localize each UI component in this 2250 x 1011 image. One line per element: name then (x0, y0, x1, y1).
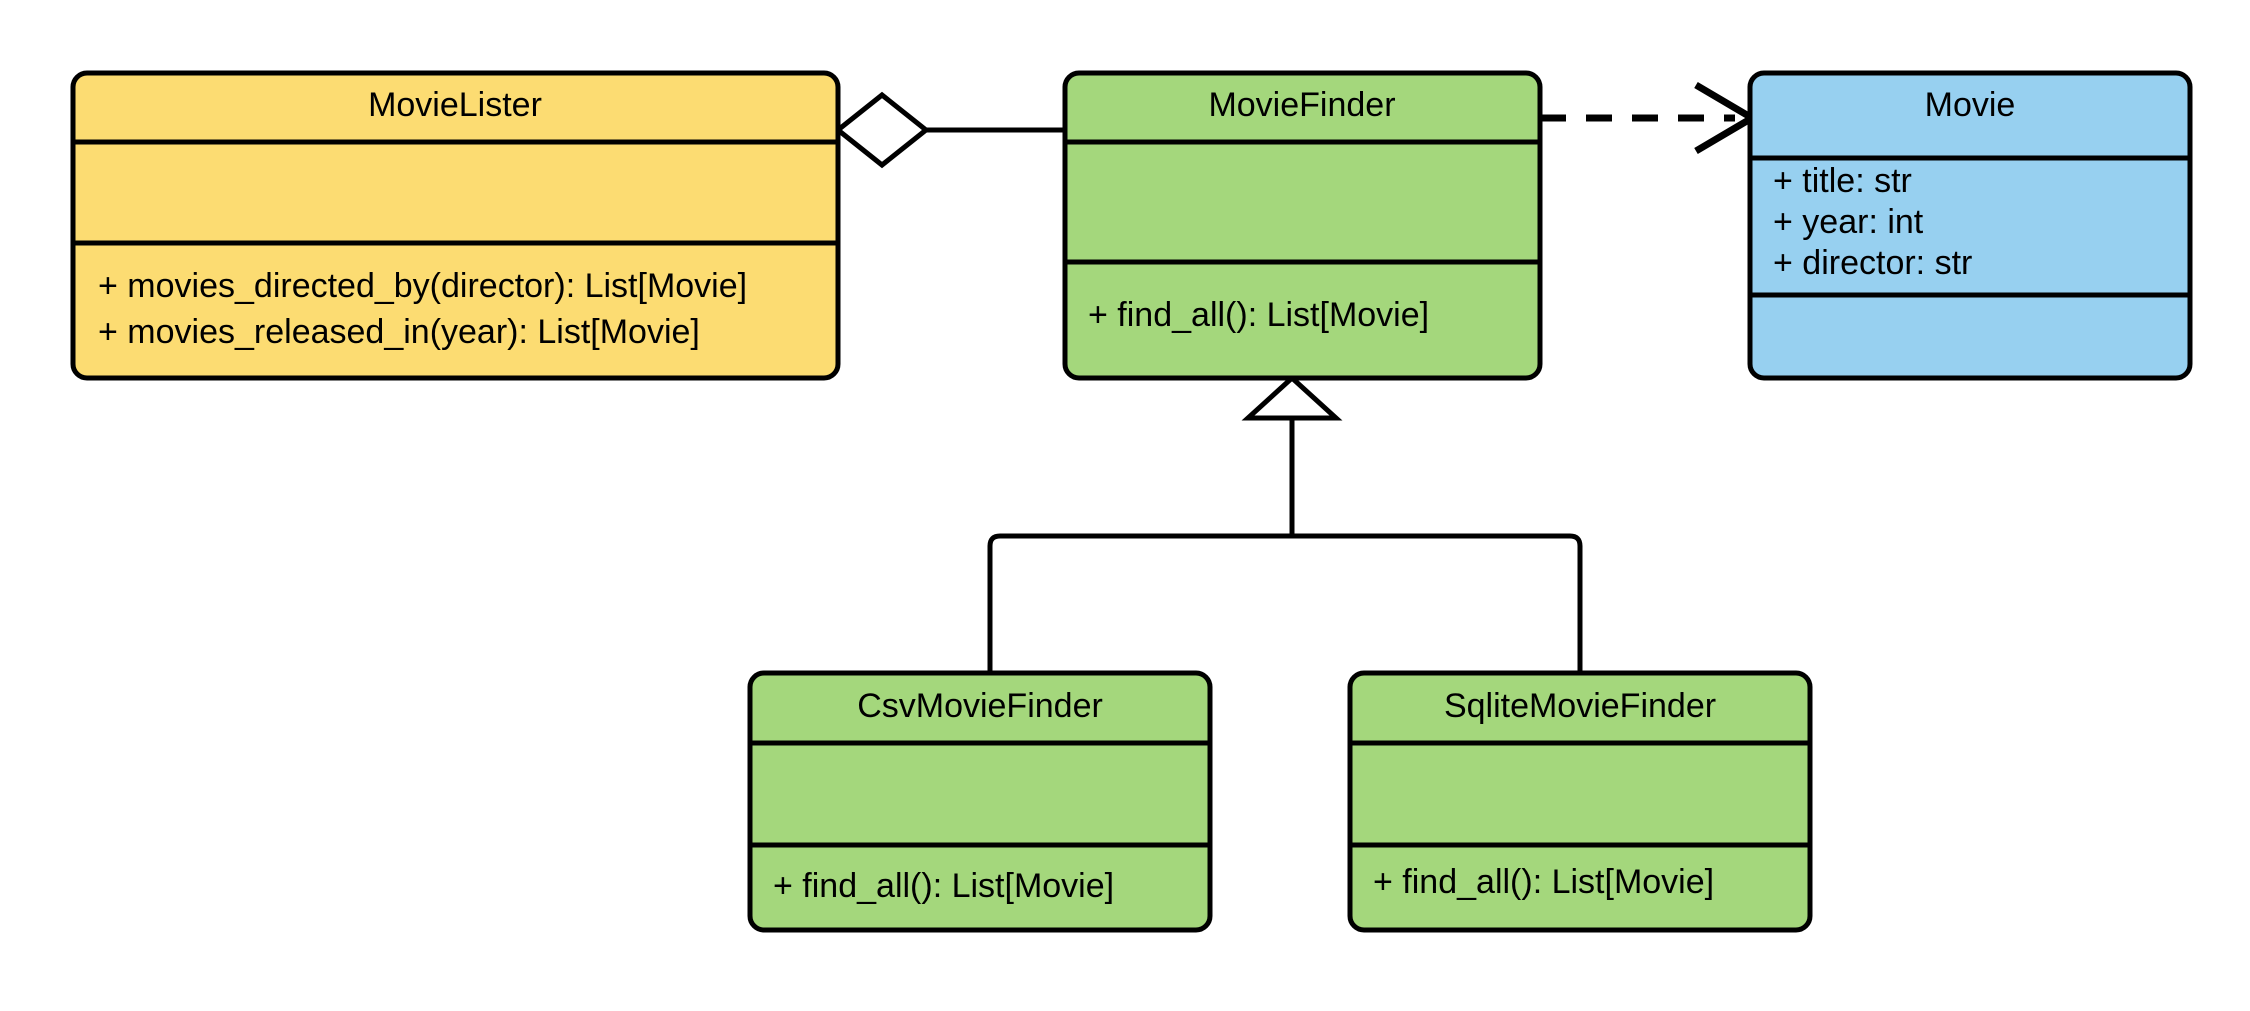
hollow-triangle-icon (1241, 374, 1343, 421)
hollow-diamond-icon (833, 91, 931, 169)
movie-lister-outline[interactable] (70, 70, 841, 381)
csv-movie-finder-method-0: + find_all(): List[Movie] (773, 867, 1114, 905)
class-box-sqlite-movie-finder[interactable]: SqliteMovieFinder + find_all(): List[Mov… (1347, 670, 1813, 933)
movie-lister-method-1: + movies_released_in(year): List[Movie] (98, 313, 700, 351)
class-box-movie[interactable]: Movie + title: str + year: int + directo… (1747, 70, 2193, 381)
movie-finder-outline[interactable] (1062, 70, 1543, 381)
class-box-movie-lister[interactable]: MovieLister + movies_directed_by(directo… (70, 70, 841, 381)
movie-finder-method-0: + find_all(): List[Movie] (1088, 296, 1429, 334)
relationship-generalization-sqlite (1292, 533, 1583, 930)
relationship-dependency-finder-movie (1540, 81, 1759, 155)
movie-lister-title: MovieLister (368, 86, 542, 124)
generalization-riser-to-movie-finder (1241, 374, 1343, 536)
movie-finder-title: MovieFinder (1208, 86, 1395, 124)
class-box-csv-movie-finder[interactable]: CsvMovieFinder + find_all(): List[Movie] (747, 670, 1213, 933)
csv-movie-finder-title: CsvMovieFinder (857, 687, 1103, 725)
movie-attribute-1: + year: int (1773, 203, 1924, 241)
relationship-generalization-csv (987, 533, 1292, 930)
movie-outline[interactable] (1747, 70, 2193, 381)
generalization-line-sqlite (1292, 533, 1583, 930)
movie-attribute-0: + title: str (1773, 162, 1912, 200)
sqlite-movie-finder-title: SqliteMovieFinder (1444, 687, 1716, 725)
class-box-movie-finder[interactable]: MovieFinder + find_all(): List[Movie] (1062, 70, 1543, 381)
movie-lister-method-0: + movies_directed_by(director): List[Mov… (98, 267, 747, 305)
csv-movie-finder-outline[interactable] (747, 670, 1213, 933)
sqlite-movie-finder-outline[interactable] (1347, 670, 1813, 933)
movie-title: Movie (1925, 86, 2016, 124)
sqlite-movie-finder-method-0: + find_all(): List[Movie] (1373, 863, 1714, 901)
relationship-aggregation-lister-finder (833, 91, 1065, 169)
movie-attribute-2: + director: str (1773, 244, 1972, 282)
generalization-line-csv (987, 533, 1292, 930)
